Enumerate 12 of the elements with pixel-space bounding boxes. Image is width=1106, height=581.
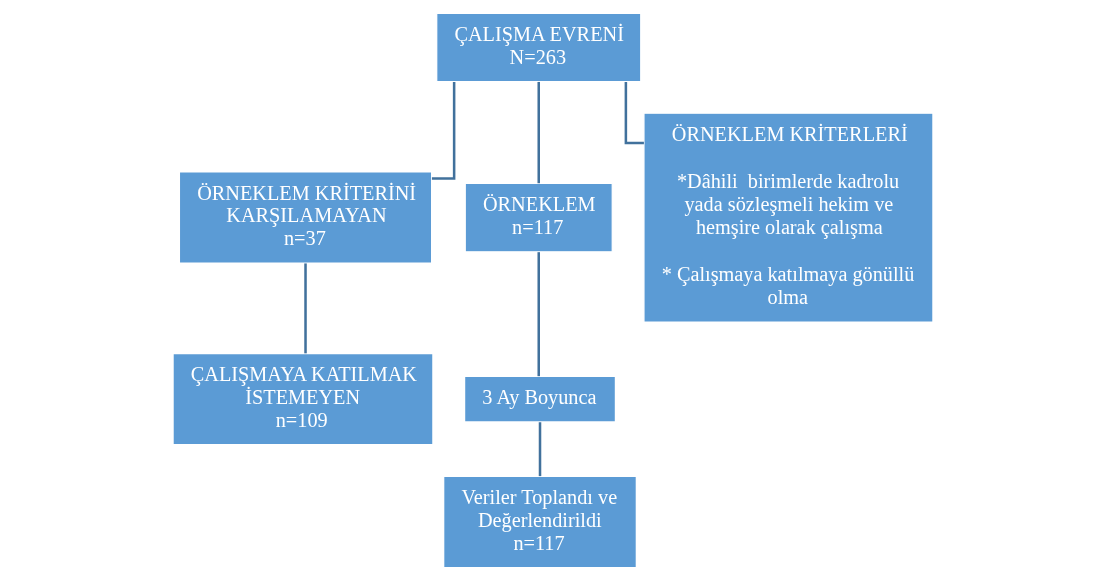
connector: [537, 81, 540, 184]
node-box: Veriler Toplandı ve Değerlendirildi n=117: [443, 475, 637, 569]
connector: [537, 252, 540, 377]
node-box: 3 Ay Boyunca: [463, 375, 617, 423]
node-box: ÖRNEKLEM n=117: [464, 182, 613, 253]
connector: [431, 81, 456, 180]
node-box: ÇALIŞMAYA KATILMAK İSTEMEYEN n=109: [172, 352, 434, 446]
node-box: ÇALIŞMA EVRENİ N=263: [436, 12, 642, 83]
connector: [304, 263, 307, 354]
connector: [538, 422, 542, 477]
node-box: ÖRNEKLEM KRİTERİNİ KARŞILAMAYAN n=37: [178, 171, 433, 264]
node-box: ÖRNEKLEM KRİTERLERİ *Dâhili birimlerde kadrolu yada sözleşmeli hekim ve hemşire olarak çalışma * Çalışmaya katılmaya gönüllü olma: [643, 112, 934, 323]
